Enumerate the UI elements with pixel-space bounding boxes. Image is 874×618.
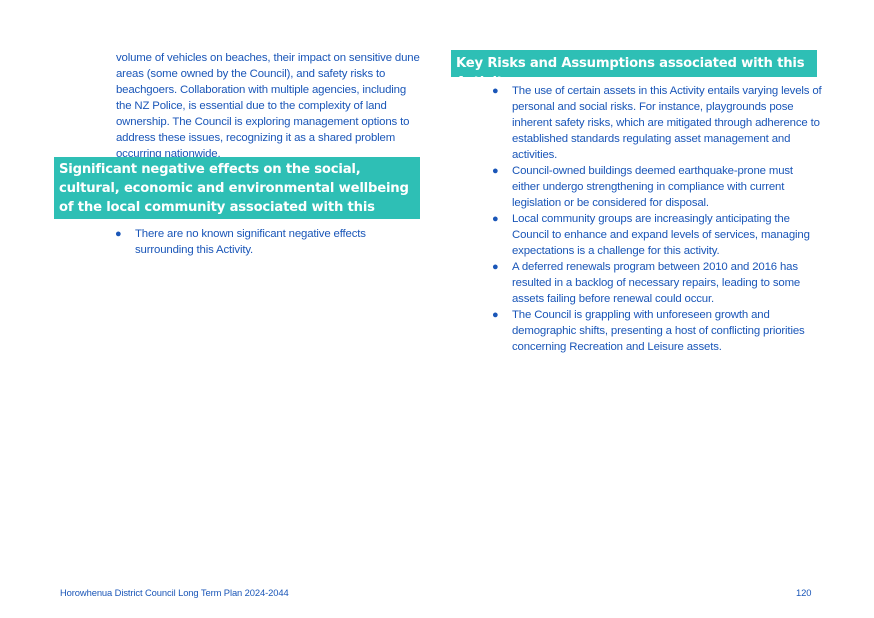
list-item: ● Council-owned buildings deemed earthqu… (492, 163, 822, 211)
key-risks-list: ● The use of certain assets in this Acti… (492, 83, 822, 355)
list-item-text: Local community groups are increasingly … (512, 213, 810, 257)
list-item-text: The Council is grappling with unforeseen… (512, 309, 805, 353)
page-number: 120 (796, 587, 812, 598)
bullet-icon: ● (492, 261, 499, 273)
list-item-text: There are no known significant negative … (135, 228, 366, 256)
list-item: ● Local community groups are increasingl… (492, 211, 822, 259)
list-item: ● A deferred renewals program between 20… (492, 259, 822, 307)
list-item: ● The Council is grappling with unforese… (492, 307, 822, 355)
list-item-text: A deferred renewals program between 2010… (512, 261, 801, 305)
footer-document-title: Horowhenua District Council Long Term Pl… (60, 587, 289, 598)
bullet-icon: ● (492, 165, 499, 177)
negative-effects-heading: Significant negative effects on the soci… (54, 157, 420, 234)
list-item: ● The use of certain assets in this Acti… (492, 83, 822, 163)
continued-paragraph: volume of vehicles on beaches, their imp… (116, 52, 420, 160)
bullet-icon: ● (492, 85, 499, 97)
key-risks-heading: Key Risks and Assumptions associated wit… (451, 50, 817, 90)
bullet-icon: ● (115, 228, 122, 240)
bullet-icon: ● (492, 213, 499, 225)
list-item-text: Council-owned buildings deemed earthquak… (512, 165, 793, 209)
list-item-text: The use of certain assets in this Activi… (512, 85, 822, 161)
bullet-icon: ● (492, 309, 499, 321)
negative-effects-list: ● There are no known significant negativ… (115, 226, 415, 258)
list-item: ● There are no known significant negativ… (115, 226, 415, 258)
